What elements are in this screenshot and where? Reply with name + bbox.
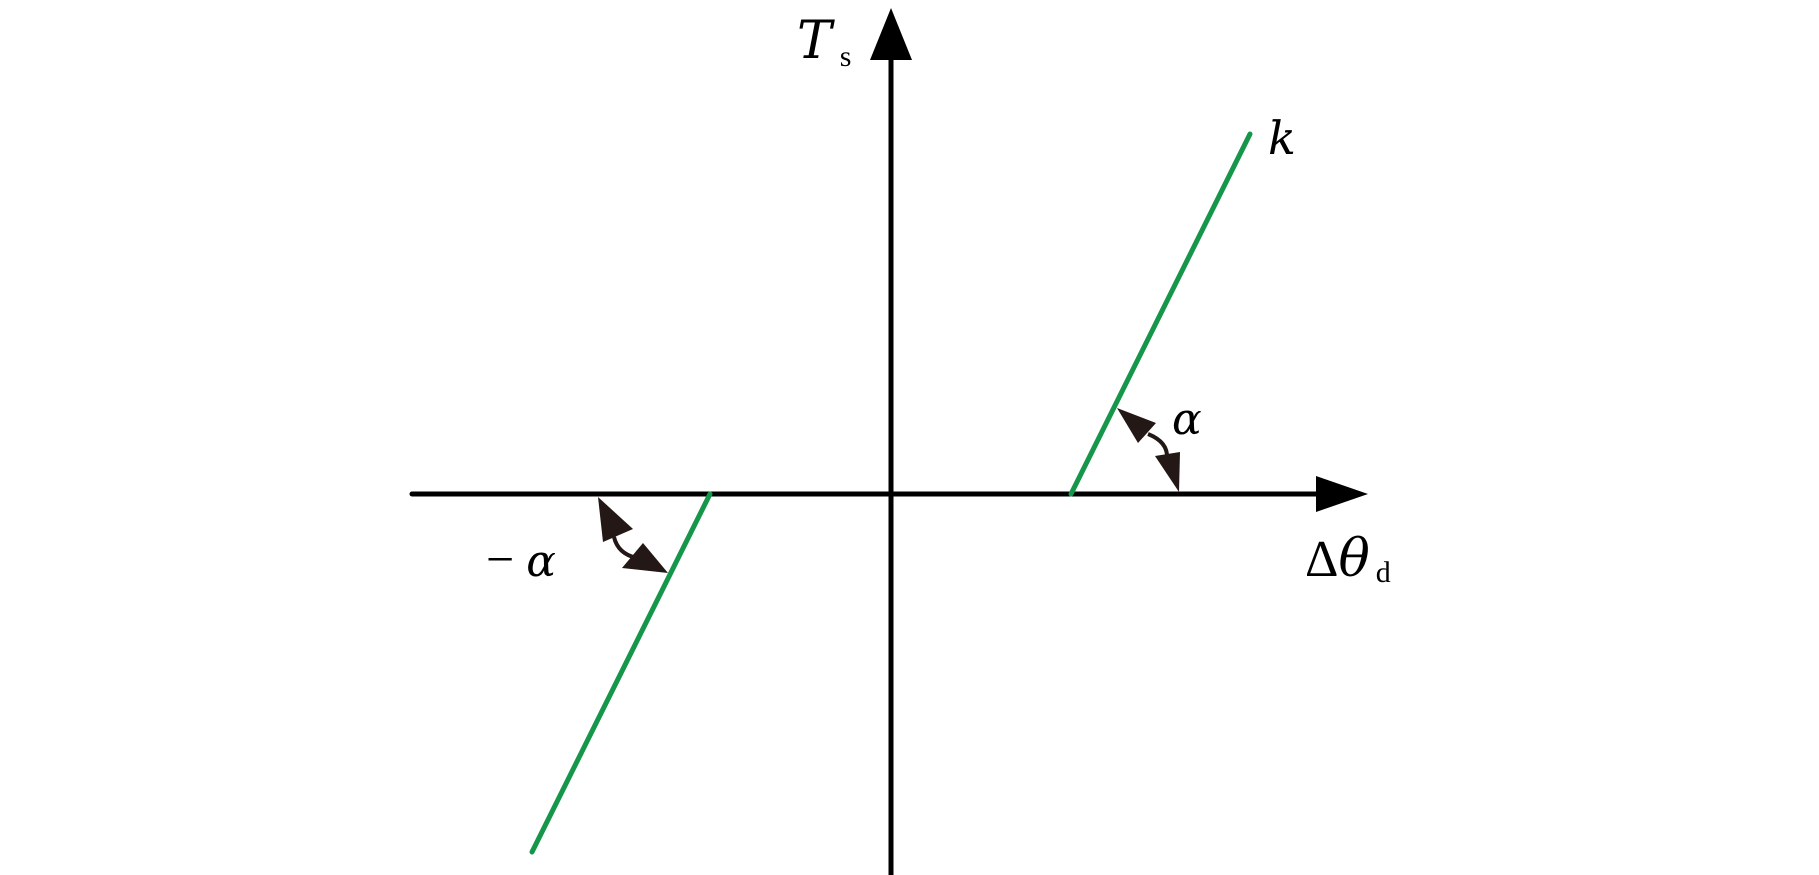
curved-double-arrow-icon bbox=[1147, 432, 1170, 459]
angle-label-right: α bbox=[1172, 394, 1202, 445]
x-axis-arrow-icon bbox=[1316, 476, 1368, 512]
characteristic-line-right bbox=[1068, 131, 1253, 497]
angle-marker-left bbox=[598, 497, 668, 573]
y-axis-arrow-icon bbox=[870, 8, 912, 60]
angle-marker-right bbox=[1117, 408, 1180, 492]
slope-label: k bbox=[1268, 111, 1296, 165]
arrow-head-icon bbox=[598, 497, 633, 542]
arrow-head-icon bbox=[1117, 408, 1156, 443]
angle-label-left: −α bbox=[486, 531, 556, 587]
characteristic-line-left bbox=[529, 491, 713, 855]
arrow-head-icon bbox=[622, 543, 668, 573]
arrow-head-icon bbox=[1155, 452, 1180, 492]
